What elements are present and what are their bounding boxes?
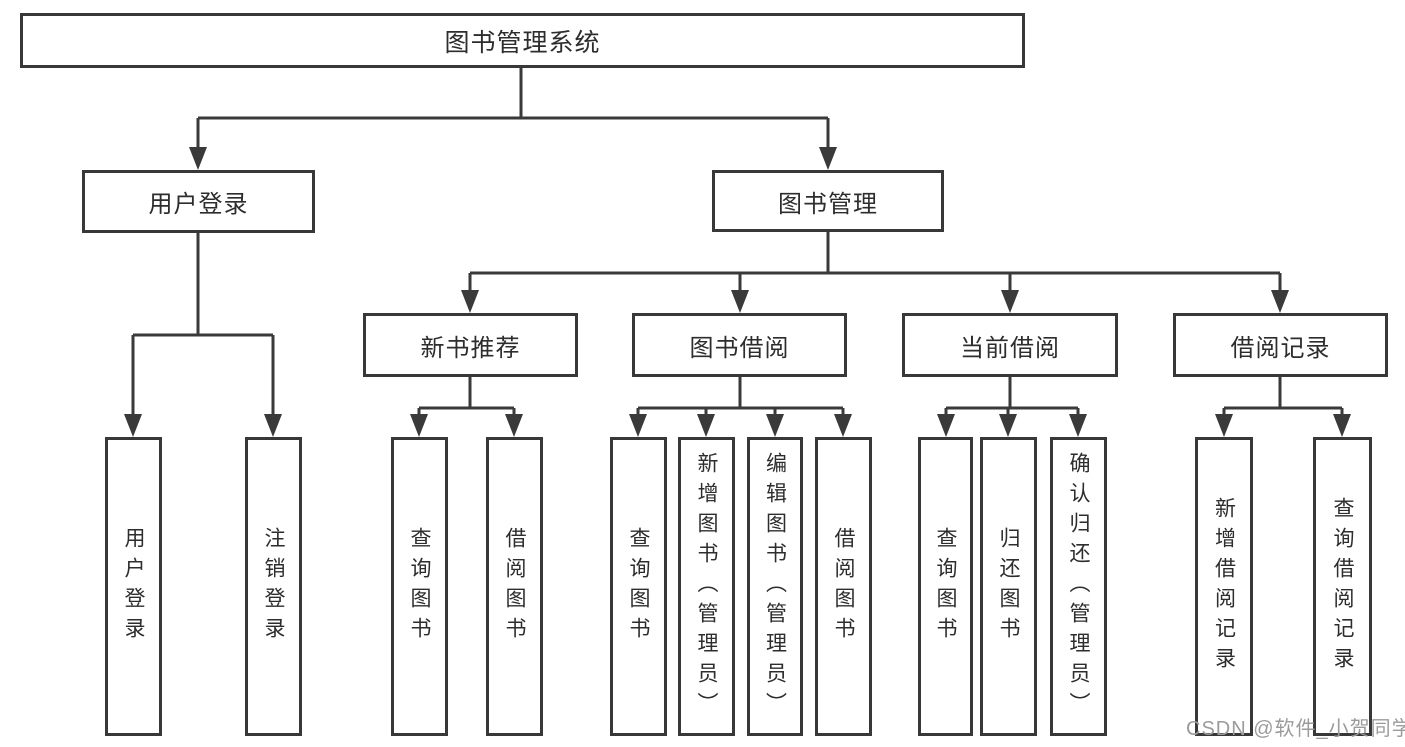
leaf-label: 确认归还（管理员）	[1067, 451, 1090, 722]
leaf-logout: 注销登录	[245, 437, 302, 736]
node-label: 图书管理	[778, 190, 878, 218]
leaf-label: 归还图书	[997, 526, 1020, 647]
node-label: 图书借阅	[689, 334, 790, 362]
leaf-label: 新增借阅记录	[1212, 496, 1236, 677]
leaf-user-login: 用户登录	[105, 437, 162, 736]
leaf-label: 编辑图书（管理员）	[763, 451, 787, 722]
node-new-book-recommend: 新书推荐	[363, 313, 578, 377]
node-label: 当前借阅	[960, 334, 1060, 362]
node-label: 新书推荐	[420, 334, 521, 362]
node-label: 用户登录	[148, 191, 249, 218]
leaf-label: 借阅图书	[503, 526, 526, 647]
leaf-current-query-book: 查询图书	[918, 437, 973, 736]
node-label: 借阅记录	[1230, 334, 1331, 362]
leaf-edit-book-admin: 编辑图书（管理员）	[747, 437, 803, 736]
node-book-management: 图书管理	[712, 170, 944, 232]
leaf-return-book: 归还图书	[980, 437, 1037, 736]
leaf-newbook-query: 查询图书	[391, 437, 448, 736]
leaf-label: 查询借阅记录	[1331, 496, 1354, 677]
node-system-root: 图书管理系统	[20, 13, 1025, 68]
node-label: 图书管理系统	[444, 28, 601, 57]
leaf-label: 新增图书（管理员）	[695, 451, 718, 722]
node-user-login: 用户登录	[82, 170, 315, 233]
leaf-label: 注销登录	[262, 526, 285, 647]
leaf-borrow-book: 借阅图书	[815, 437, 872, 736]
leaf-borrow-query-book: 查询图书	[610, 437, 667, 736]
leaf-add-book-admin: 新增图书（管理员）	[678, 437, 735, 736]
watermark: CSDN @软件_小贺同学	[1186, 718, 1405, 740]
leaf-label: 用户登录	[122, 526, 145, 647]
leaf-label: 查询图书	[934, 526, 957, 647]
leaf-add-borrow-record: 新增借阅记录	[1195, 437, 1253, 736]
node-borrow-record: 借阅记录	[1173, 313, 1388, 377]
node-book-borrow: 图书借阅	[632, 313, 847, 377]
leaf-query-borrow-record: 查询借阅记录	[1313, 437, 1372, 736]
leaf-label: 查询图书	[627, 526, 650, 647]
leaf-confirm-return-admin: 确认归还（管理员）	[1050, 437, 1107, 736]
node-current-borrow: 当前借阅	[902, 313, 1118, 377]
leaf-newbook-borrow: 借阅图书	[486, 437, 543, 736]
leaf-label: 查询图书	[408, 526, 431, 647]
leaf-label: 借阅图书	[832, 526, 855, 647]
